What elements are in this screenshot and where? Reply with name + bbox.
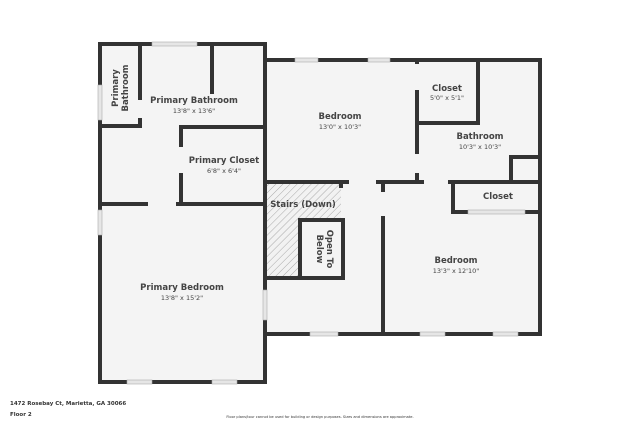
room-primary-bathroom-wc: Primary Bathroom — [111, 64, 131, 111]
room-dims-bedroom-2: 13'3" x 12'10" — [433, 267, 479, 275]
room-label-bedroom-1: Bedroom — [318, 112, 361, 122]
room-label-primary-bedroom: Primary Bedroom — [140, 283, 224, 293]
room-dims-primary-bathroom: 13'8" x 13'6" — [173, 107, 215, 115]
room-label-primary-bathroom: Primary Bathroom — [150, 96, 238, 106]
address: 1472 Rosebay Ct, Marietta, GA 30066 — [10, 401, 127, 407]
room-dims-primary-closet: 6'8" x 6'4" — [207, 167, 241, 175]
room-dims-primary-bedroom: 13'8" x 15'2" — [161, 294, 203, 302]
room-open-to-below: Open To Below — [314, 230, 334, 269]
room-label-bedroom-2: Bedroom — [434, 256, 477, 266]
room-dims-bedroom-1: 13'0" x 10'3" — [319, 123, 361, 131]
open-to-below-area — [300, 220, 343, 278]
room-label-primary-closet: Primary Closet — [189, 156, 260, 166]
room-label-stairs: Stairs (Down) — [270, 200, 336, 210]
room-dims-bathroom: 10'3" x 10'3" — [459, 143, 501, 151]
room-dims-closet-1: 5'0" x 5'1" — [430, 94, 464, 102]
room-label: Open To — [324, 230, 334, 269]
room-label-closet-2: Closet — [483, 192, 513, 202]
walls — [98, 42, 542, 384]
room-label-bathroom: Bathroom — [456, 132, 503, 142]
room-label: Below — [314, 235, 324, 264]
left-wing-floor — [100, 44, 265, 382]
room-label-closet-1: Closet — [432, 84, 462, 94]
room-label: Bathroom — [121, 64, 131, 111]
floor-label: Floor 2 — [10, 412, 32, 418]
disclaimer: Floor plans/tour cannot be used for buil… — [226, 415, 414, 419]
windows — [97, 41, 526, 385]
room-label: Primary — [111, 69, 121, 107]
